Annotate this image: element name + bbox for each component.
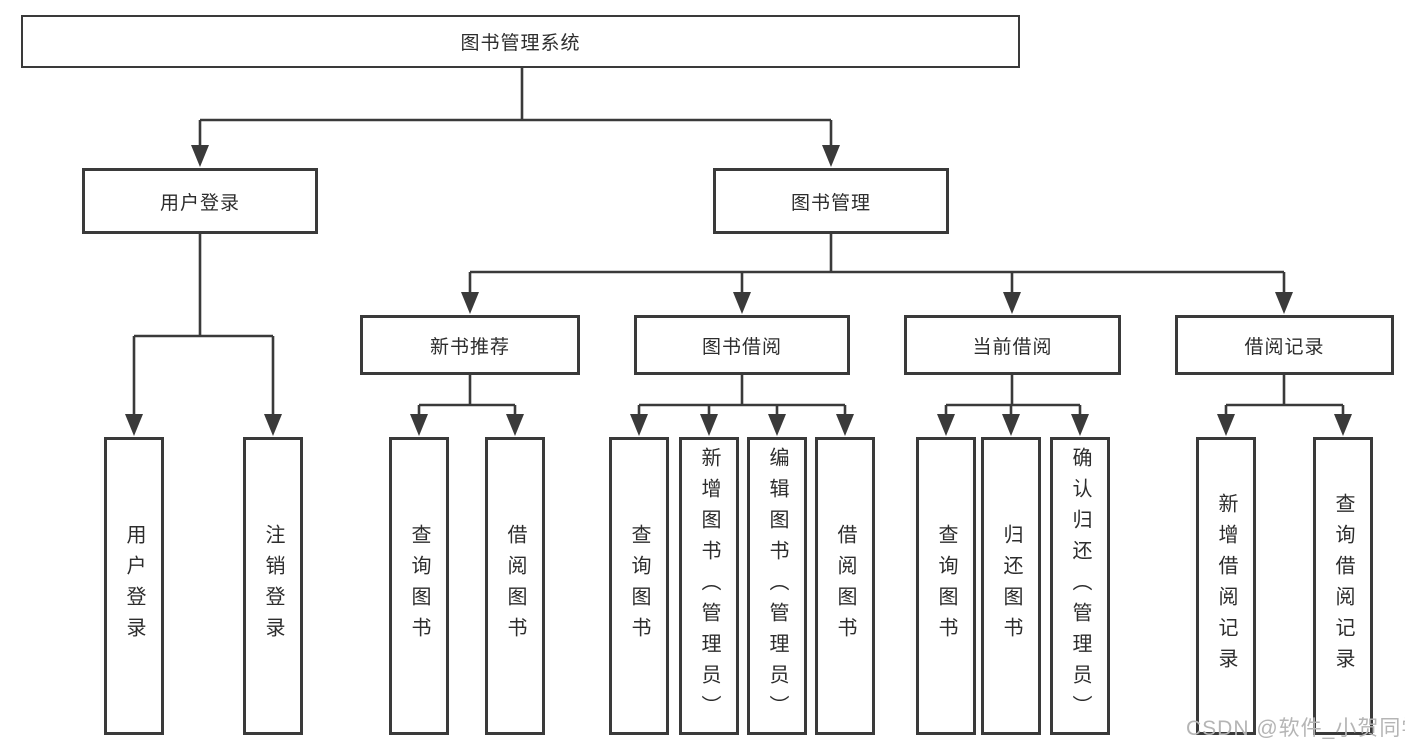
node-current-borrowing-label: 当前借阅 <box>972 336 1053 358</box>
connector-user-login-branch <box>132 234 275 420</box>
watermark-text: CSDN @软件_小贺同学 <box>1186 717 1405 740</box>
node-borrow-records: 借阅记录 <box>1175 315 1394 375</box>
leaf-query-books-recommend: 查询图书 <box>389 437 449 735</box>
node-book-borrowing: 图书借阅 <box>634 315 850 375</box>
leaf-user-login-label: 用户登录 <box>123 524 145 648</box>
node-new-book-recommend-label: 新书推荐 <box>429 336 510 358</box>
leaf-user-login: 用户登录 <box>104 437 164 735</box>
node-book-management-label: 图书管理 <box>790 192 871 214</box>
connector-root-to-level2 <box>198 68 833 150</box>
connector-records-branch <box>1224 375 1345 420</box>
connector-book-management-branch <box>468 234 1286 297</box>
leaf-logout-label: 注销登录 <box>262 524 284 648</box>
leaf-borrow-books-borrowing: 借阅图书 <box>815 437 875 735</box>
leaf-edit-books-admin-label: 编辑图书（管理员） <box>766 446 788 726</box>
leaf-return-books: 归还图书 <box>981 437 1041 735</box>
node-book-management: 图书管理 <box>713 168 949 234</box>
leaf-add-books-admin-label: 新增图书（管理员） <box>698 446 720 726</box>
leaf-query-borrow-record-label: 查询借阅记录 <box>1332 493 1354 679</box>
leaf-query-books-current-label: 查询图书 <box>935 524 957 648</box>
leaf-query-books-borrowing: 查询图书 <box>609 437 669 735</box>
leaf-add-borrow-record-label: 新增借阅记录 <box>1215 493 1237 679</box>
node-user-login: 用户登录 <box>82 168 318 234</box>
node-root-system-label: 图书管理系统 <box>460 33 581 54</box>
leaf-borrow-books-borrowing-label: 借阅图书 <box>834 524 856 648</box>
node-user-login-label: 用户登录 <box>159 192 240 214</box>
leaf-add-borrow-record: 新增借阅记录 <box>1196 437 1256 735</box>
node-current-borrowing: 当前借阅 <box>904 315 1121 375</box>
connector-borrowing-branch <box>637 375 847 420</box>
leaf-logout: 注销登录 <box>243 437 303 735</box>
leaf-return-books-label: 归还图书 <box>1000 524 1022 648</box>
leaf-add-books-admin: 新增图书（管理员） <box>679 437 739 735</box>
leaf-query-books-recommend-label: 查询图书 <box>408 524 430 648</box>
connector-current-branch <box>944 375 1082 420</box>
leaf-query-books-current: 查询图书 <box>916 437 976 735</box>
node-new-book-recommend: 新书推荐 <box>360 315 580 375</box>
node-borrow-records-label: 借阅记录 <box>1244 336 1325 358</box>
leaf-confirm-return-admin: 确认归还（管理员） <box>1050 437 1110 735</box>
leaf-confirm-return-admin-label: 确认归还（管理员） <box>1069 446 1091 726</box>
leaf-query-books-borrowing-label: 查询图书 <box>628 524 650 648</box>
connector-recommend-branch <box>417 375 517 420</box>
arrowheads <box>125 145 1352 436</box>
leaf-query-borrow-record: 查询借阅记录 <box>1313 437 1373 735</box>
leaf-borrow-books-recommend: 借阅图书 <box>485 437 545 735</box>
node-root-system: 图书管理系统 <box>21 15 1020 68</box>
leaf-borrow-books-recommend-label: 借阅图书 <box>504 524 526 648</box>
leaf-edit-books-admin: 编辑图书（管理员） <box>747 437 807 735</box>
node-book-borrowing-label: 图书借阅 <box>701 336 782 358</box>
